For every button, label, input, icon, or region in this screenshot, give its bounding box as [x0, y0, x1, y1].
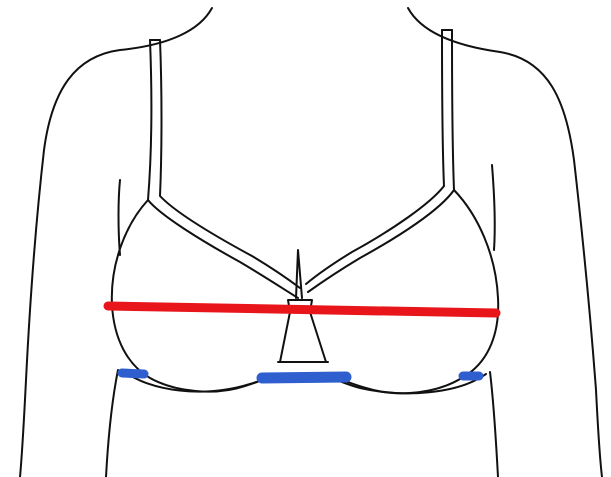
bust-measurement-line	[108, 306, 496, 313]
right-strap-inner	[306, 30, 444, 284]
right-shoulder-arm-outline	[408, 8, 602, 477]
left-torso-side	[106, 370, 118, 477]
right-torso-side	[490, 372, 498, 477]
right-strap-outer	[308, 30, 454, 292]
left-strap-outer	[148, 40, 298, 298]
left-strap-inner	[160, 40, 300, 288]
center-gore-body	[280, 312, 326, 362]
right-cup-outline	[332, 190, 498, 393]
center-gore-peak	[296, 250, 302, 298]
center-gore-underwire-marker	[262, 377, 346, 378]
left-shoulder-arm-outline	[20, 8, 212, 477]
right-arm-crease	[492, 165, 495, 250]
left-underwire-marker	[122, 373, 144, 374]
left-cup-outline	[112, 200, 276, 392]
left-arm-crease	[119, 180, 121, 255]
